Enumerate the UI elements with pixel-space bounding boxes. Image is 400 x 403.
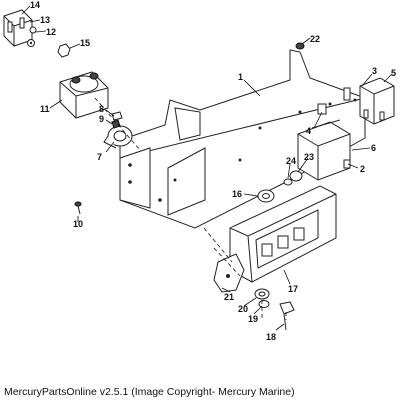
callout-13: 13	[40, 15, 50, 25]
screw-10	[74, 201, 82, 215]
terminal-cover	[3, 9, 33, 47]
relay-5	[359, 77, 395, 125]
callout-20: 20	[238, 304, 248, 314]
callout-1: 1	[238, 72, 243, 82]
callout-15: 15	[80, 38, 90, 48]
callout-16: 16	[232, 189, 242, 199]
solenoid-assembly	[59, 71, 109, 119]
callout-14: 14	[30, 0, 40, 10]
callout-5: 5	[391, 68, 396, 78]
alignment-lines	[94, 97, 287, 320]
callout-19: 19	[248, 314, 258, 324]
grommets	[257, 170, 303, 203]
callout-23: 23	[304, 152, 314, 162]
callout-3: 3	[372, 66, 377, 76]
callout-2: 2	[360, 164, 365, 174]
copyright-caption: MercuryPartsOnline v2.5.1 (Image Copyrig…	[4, 386, 295, 398]
ecm-module	[213, 185, 337, 293]
callout-7: 7	[97, 152, 102, 162]
bottom-fasteners	[254, 42, 305, 331]
callout-6: 6	[371, 143, 376, 153]
callout-17: 17	[288, 284, 298, 294]
callout-11: 11	[40, 104, 50, 114]
callout-18: 18	[266, 332, 276, 342]
callout-10: 10	[73, 219, 83, 229]
callout-9: 9	[99, 114, 104, 124]
parts-diagram: 1 2 3 4 5 6 7 8 9 10 11 12 13 14 15 16 1…	[3, 0, 396, 342]
small-fasteners	[27, 26, 71, 58]
fuse-clips	[317, 87, 351, 169]
mounting-bracket	[119, 49, 366, 229]
callout-24: 24	[286, 156, 296, 166]
leader-lines	[21, 5, 393, 331]
callout-4: 4	[306, 126, 311, 136]
callout-12: 12	[46, 27, 56, 37]
callout-labels: 1 2 3 4 5 6 7 8 9 10 11 12 13 14 15 16 1…	[30, 0, 396, 342]
callout-21: 21	[224, 292, 234, 302]
callout-8: 8	[99, 104, 104, 114]
callout-22: 22	[310, 34, 320, 44]
sensor-assembly	[103, 111, 133, 149]
